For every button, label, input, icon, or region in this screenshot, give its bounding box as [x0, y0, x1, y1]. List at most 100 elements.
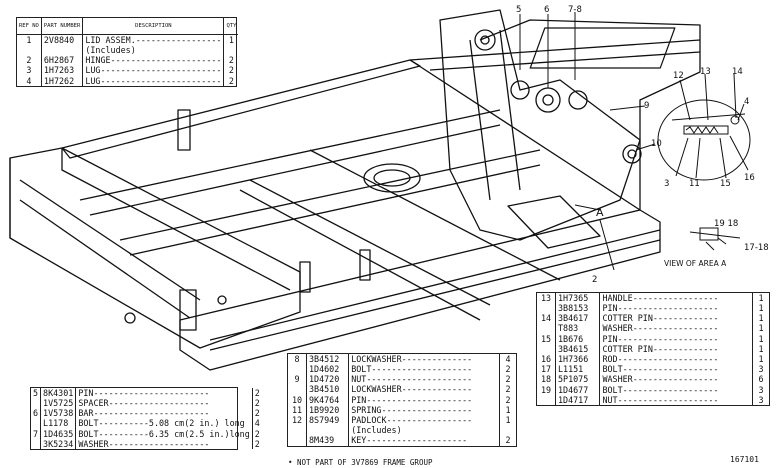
qty-cell: 1 — [758, 333, 764, 344]
part-number-cell: 1V5738 — [40, 408, 77, 419]
ref-no-cell: 3 — [17, 65, 42, 76]
part-number-cell: 3B4512 — [306, 354, 350, 365]
qty-cell: 6 — [758, 374, 764, 385]
part-number-cell: 1H7365 — [555, 293, 601, 304]
part-number-cell: 1H7262 — [41, 75, 84, 86]
part-number-cell: 8S7949 — [306, 415, 350, 426]
figure-id: 167101 — [730, 455, 759, 464]
description-cell: COTTER PIN------------- — [599, 343, 753, 355]
description-cell: BOLT----------6.35 cm(2.5 in.)long — [75, 428, 253, 439]
ref-no-cell — [537, 303, 556, 314]
qty-cell: 4 — [254, 418, 260, 429]
part-number-cell: 8M439 — [306, 435, 350, 446]
description-cell: SPRING------------------ — [348, 404, 500, 416]
right-side-rail — [409, 39, 701, 211]
ref-no-cell: 7 — [31, 428, 42, 439]
part-number-cell: 1H7366 — [555, 354, 601, 365]
callout-2: 2 — [592, 275, 597, 285]
part-number-cell: 9K4764 — [306, 394, 350, 405]
part-number-cell: 1D4717 — [555, 394, 601, 406]
qty-cell: 1 — [758, 313, 764, 324]
part-number-cell: 1D4720 — [306, 374, 350, 385]
callout-4: 4 — [744, 97, 749, 107]
qty-cell: 2 — [505, 374, 511, 385]
qty-cell: 1 — [758, 303, 764, 314]
table-row: (Includes) — [288, 425, 516, 436]
description-cell: KEY-------------------- — [348, 435, 500, 446]
callout-9: 9 — [644, 101, 649, 111]
part-number-cell: 1D4677 — [555, 384, 601, 395]
qty-cell: 1 — [758, 323, 764, 334]
qty-cell: 3 — [758, 394, 764, 405]
qty-cell: 2 — [505, 364, 511, 375]
part-number-cell: 3B4615 — [555, 343, 601, 355]
part-number-cell: 3B8153 — [555, 303, 601, 314]
qty-cell: 3 — [758, 384, 764, 395]
description-cell: WASHER-------------------- — [75, 438, 253, 450]
part-number-cell — [41, 45, 84, 56]
description-cell: COTTER PIN------------- — [599, 313, 753, 324]
callout-17-18: 17-18 — [744, 243, 769, 253]
description-cell: PADLOCK----------------- — [348, 415, 500, 426]
callout-15: 15 — [720, 179, 731, 189]
part-number-cell: 6H2867 — [41, 55, 84, 66]
ref-no-cell: 8 — [288, 354, 307, 365]
description-cell: HINGE---------------------- — [82, 55, 225, 66]
callout-6: 6 — [544, 5, 549, 15]
description-cell: HANDLE----------------- — [599, 293, 753, 304]
ref-no-cell — [288, 435, 307, 446]
qty-cell: 2 — [505, 435, 511, 446]
description-cell: PIN-------------------- — [599, 303, 753, 314]
description-cell: BOLT----------5.08 cm(2 in.) long — [75, 418, 253, 429]
ref-no-cell: 10 — [288, 394, 307, 405]
qty-cell: 2 — [254, 428, 260, 439]
ref-no-cell: 12 — [288, 415, 307, 426]
tower-assembly — [439, 9, 641, 241]
qty-cell: 1 — [505, 415, 511, 426]
description-cell: (Includes) — [348, 425, 500, 436]
qty-cell: 1 — [758, 293, 764, 303]
callout-12: 12 — [673, 71, 684, 81]
description-cell: WASHER----------------- — [599, 374, 753, 385]
view-of-area-a-label: VIEW OF AREA A — [664, 259, 727, 268]
qty-cell: 1 — [228, 34, 234, 45]
callout-3: 3 — [664, 179, 669, 189]
detail-a-circle — [657, 99, 751, 181]
part-number-cell: L1151 — [555, 364, 601, 375]
ref-no-cell — [537, 343, 556, 355]
ref-no-cell — [31, 438, 42, 450]
qty-cell: 2 — [254, 438, 260, 449]
callout-7-8: 7-8 — [568, 5, 582, 15]
description-cell: LUG------------------------ — [82, 65, 225, 76]
qty-cell: 1 — [758, 354, 764, 365]
description-cell: BOLT------------------- — [599, 384, 753, 395]
table-header: REF NO PART NUMBER DESCRIPTION QTY — [17, 18, 239, 35]
callout-16: 16 — [744, 173, 755, 183]
description-cell: LOCKWASHER-------------- — [348, 384, 500, 395]
description-cell: PIN--------------------- — [348, 394, 500, 405]
ref-no-cell: 6 — [31, 408, 42, 419]
center-ring — [363, 163, 421, 193]
part-number-cell: 3B4617 — [555, 313, 601, 324]
